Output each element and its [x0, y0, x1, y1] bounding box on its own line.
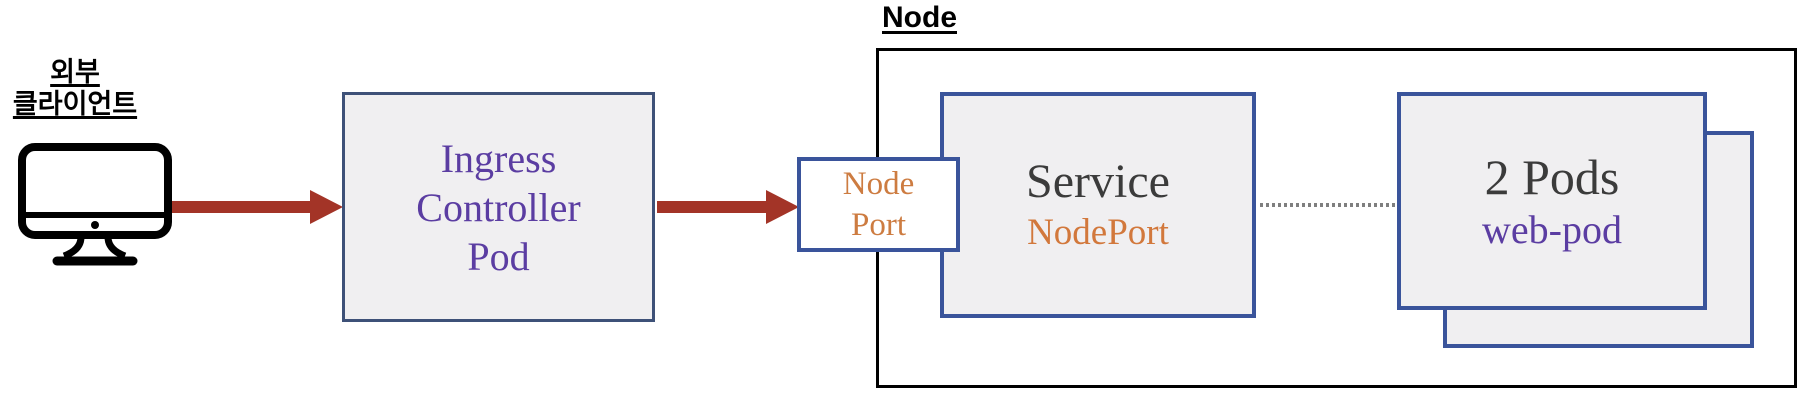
node-title: Node	[882, 1, 957, 34]
nodeport-box-line2: Port	[850, 206, 906, 243]
arrow-right-head-icon	[766, 190, 799, 224]
dotted-connector-line	[1260, 203, 1397, 207]
monitor-icon	[17, 142, 172, 277]
arrow-right-icon	[172, 201, 312, 213]
service-box-title: Service	[1026, 155, 1170, 208]
arrow-right-icon	[657, 201, 769, 213]
external-client-label-line2: 클라이언트	[12, 89, 138, 119]
ingress-box-line1: Ingress	[440, 135, 557, 181]
nodeport-box: Node Port	[797, 157, 960, 252]
external-client-label-line1: 외부	[50, 57, 100, 87]
arrow-right-head-icon	[310, 190, 343, 224]
ingress-box-line3: Pod	[467, 233, 530, 279]
pods-box-subtitle: web-pod	[1482, 207, 1622, 252]
service-box: Service NodePort	[940, 92, 1256, 318]
external-client-label: 외부 클라이언트	[0, 56, 150, 120]
nodeport-box-line1: Node	[842, 165, 915, 202]
pods-box: 2 Pods web-pod	[1397, 92, 1707, 310]
pods-box-title: 2 Pods	[1484, 149, 1620, 205]
ingress-controller-pod-box: Ingress Controller Pod	[342, 92, 655, 322]
service-box-subtitle: NodePort	[1027, 212, 1169, 253]
ingress-box-line2: Controller	[416, 184, 581, 230]
